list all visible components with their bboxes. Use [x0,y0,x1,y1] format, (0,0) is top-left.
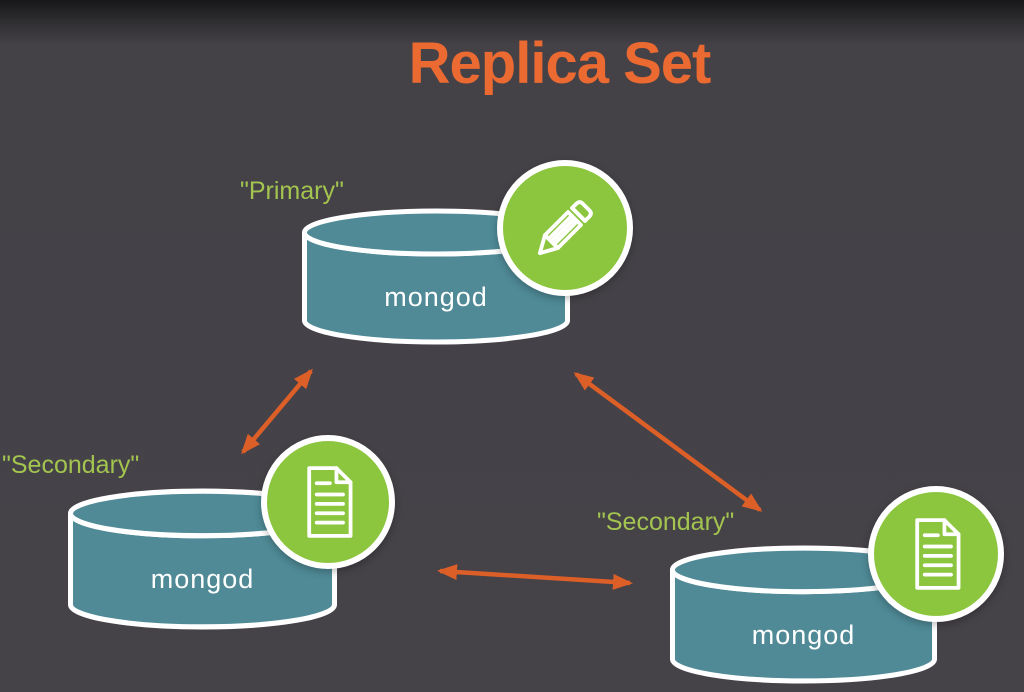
read-badge [261,435,395,569]
primary-mongod-label: mongod [384,282,488,312]
secondary-left-mongod-label: mongod [150,564,255,594]
page-title: Replica Set [408,31,712,96]
arrow-primary-secondary-right [573,372,763,512]
arrow-secondary-secondary [437,564,633,590]
node-secondary-left: "Secondary" mongod [2,435,395,630]
node-primary: "Primary" mongod [240,160,633,345]
primary-role-label: "Primary" [240,177,344,205]
write-badge [497,160,633,296]
secondary-right-role-label: "Secondary" [597,508,735,536]
document-icon [307,466,353,538]
secondary-right-mongod-label: mongod [751,620,856,650]
read-badge [868,486,1004,622]
secondary-left-role-label: "Secondary" [2,451,140,479]
node-secondary-right: "Secondary" mongod [597,486,1004,684]
document-icon [915,518,961,590]
pencil-icon [537,200,593,256]
